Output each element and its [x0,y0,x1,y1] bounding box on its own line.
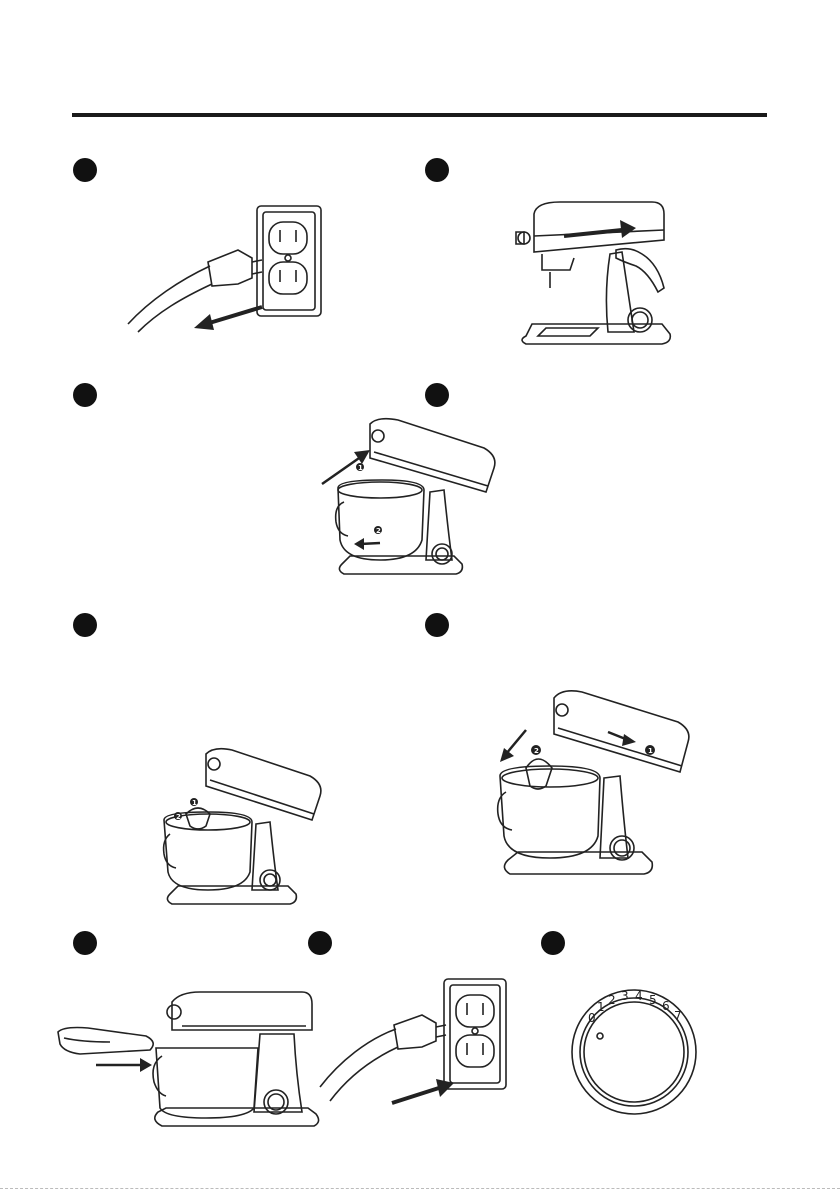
plug-arrow [392,1079,454,1103]
unplug-arrow [194,307,262,330]
attach-arrow [96,1058,152,1072]
power-cord [320,1029,396,1087]
mixer-base [522,324,670,344]
outlet-top [269,222,307,254]
speed-3: 3 [621,989,629,1003]
step-4-marker [425,383,449,407]
header-rule [72,113,767,117]
speed-2: 2 [608,993,616,1007]
lower-arrow [500,730,526,762]
mixer-knob [556,704,568,716]
speed-1: 1 [597,1000,605,1014]
step-9-marker [541,931,565,955]
attach-whisk-illustration: 1 2 [158,740,328,910]
mixer-column [254,1034,302,1112]
power-cord [128,266,210,324]
step-8-marker [308,931,332,955]
callout-2: 2 [376,527,381,535]
plug-head [394,1015,436,1049]
outlet-top [456,995,494,1027]
dial-inner-ring [580,998,688,1106]
speed-6: 6 [662,999,670,1013]
step-1-marker [73,158,97,182]
mixer-knob [167,1005,181,1019]
outlet-bottom [269,262,307,294]
mixer-knob [208,758,220,770]
dial-indicator [597,1033,603,1039]
bowl [338,480,424,560]
bowl [164,812,252,890]
step-5-marker [73,613,97,637]
mixer-head [554,691,689,772]
bowl [500,766,600,858]
whisk [526,759,552,789]
step-6-marker [425,613,449,637]
plug-in-illustration [316,975,516,1115]
slide-arrow [564,220,636,238]
mixer-head [172,992,312,1030]
outlet-bottom [456,1035,494,1067]
splash-guard [58,1028,153,1055]
mixer-head [370,419,495,492]
speed-knob [432,544,452,564]
callout-1: 1 [192,799,197,807]
callout-2: 2 [534,747,539,755]
mixer-base [339,556,462,574]
whisk [186,808,210,829]
splash-guard-illustration [50,990,320,1132]
slide-lever-illustration [512,192,692,372]
tilt-head-illustration: 1 2 [318,410,508,585]
mixer-column [252,822,278,890]
unplug-illustration [120,200,330,340]
speed-0: 0 [588,1011,596,1025]
callout-1: 1 [648,747,653,755]
speed-7: 7 [674,1009,682,1023]
step-2-marker [425,158,449,182]
mixer-knob [372,430,384,442]
callout-2: 2 [176,813,181,821]
speed-5: 5 [649,993,657,1007]
callout-1: 1 [358,464,363,472]
lower-head-illustration: 1 2 [496,684,692,884]
step-3-marker [73,383,97,407]
page-bottom-edge [0,1188,840,1189]
plug-head [208,250,252,286]
speed-4: 4 [635,989,643,1003]
step-7-marker [73,931,97,955]
mixer-head [534,202,664,252]
speed-dial-illustration: 0 1 2 3 4 5 6 7 [568,980,708,1120]
